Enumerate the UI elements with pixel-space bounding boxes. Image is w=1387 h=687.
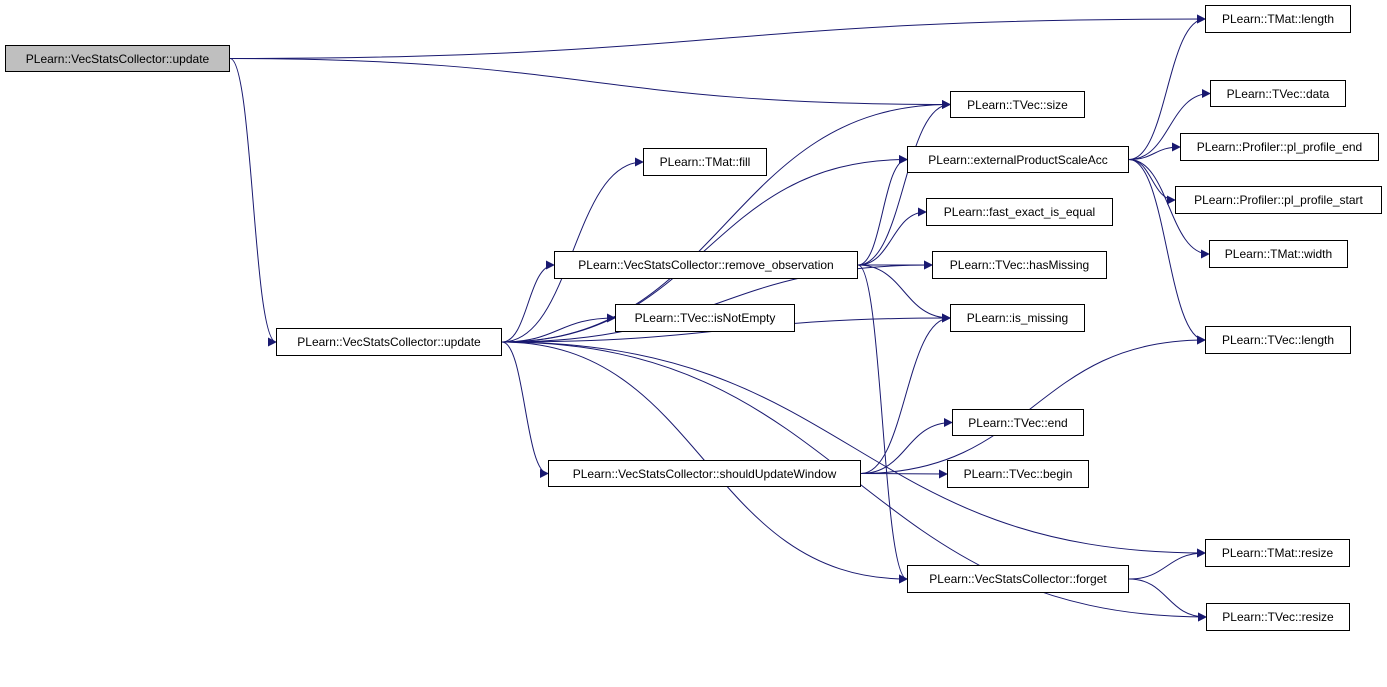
node-tvec-begin[interactable]: PLearn::TVec::begin (947, 460, 1089, 488)
edge-root-to-update2 (229, 58, 277, 347)
edge-external_product-to-profile_start (1128, 159, 1176, 205)
edge-update2-to-tvec_size (501, 100, 951, 343)
edge-external_product-to-tmat_width (1128, 159, 1210, 259)
node-external-product-scale-acc[interactable]: PLearn::externalProductScaleAcc (907, 146, 1129, 173)
edge-should_update-to-is_missing (860, 313, 951, 474)
edge-should_update-to-tvec_begin (860, 469, 948, 479)
node-tvec-resize[interactable]: PLearn::TVec::resize (1206, 603, 1350, 631)
edge-external_product-to-tvec_length (1128, 159, 1206, 345)
node-tmat-length[interactable]: PLearn::TMat::length (1205, 5, 1351, 33)
node-tmat-resize[interactable]: PLearn::TMat::resize (1205, 539, 1350, 567)
edge-update2-to-is_not_empty (501, 313, 616, 343)
edge-should_update-to-tvec_length (860, 335, 1206, 474)
edge-forget-to-tvec_resize (1128, 578, 1207, 622)
edge-external_product-to-profile_end (1128, 142, 1181, 160)
node-profile-end[interactable]: PLearn::Profiler::pl_profile_end (1180, 133, 1379, 161)
node-forget[interactable]: PLearn::VecStatsCollector::forget (907, 565, 1129, 593)
node-tmat-width[interactable]: PLearn::TMat::width (1209, 240, 1348, 268)
node-tvec-end[interactable]: PLearn::TVec::end (952, 409, 1084, 436)
node-root[interactable]: PLearn::VecStatsCollector::update (5, 45, 230, 72)
edge-external_product-to-tmat_length (1128, 14, 1206, 160)
node-should-update-window[interactable]: PLearn::VecStatsCollector::shouldUpdateW… (548, 460, 861, 487)
edge-remove_obs-to-fast_exact (857, 207, 927, 266)
node-fast-exact-is-equal[interactable]: PLearn::fast_exact_is_equal (926, 198, 1113, 226)
edge-remove_obs-to-tvec_size (857, 100, 951, 266)
node-tvec-has-missing[interactable]: PLearn::TVec::hasMissing (932, 251, 1107, 279)
edge-update2-to-should_update (501, 341, 549, 478)
node-tvec-is-not-empty[interactable]: PLearn::TVec::isNotEmpty (615, 304, 795, 332)
node-profile-start[interactable]: PLearn::Profiler::pl_profile_start (1175, 186, 1382, 214)
edge-root-to-tvec_size (229, 58, 951, 109)
node-tmat-fill[interactable]: PLearn::TMat::fill (643, 148, 767, 176)
node-tvec-length[interactable]: PLearn::TVec::length (1205, 326, 1351, 354)
edge-should_update-to-tvec_end (860, 418, 953, 474)
node-is-missing[interactable]: PLearn::is_missing (950, 304, 1085, 332)
edge-forget-to-tmat_resize (1128, 548, 1206, 580)
node-tvec-size[interactable]: PLearn::TVec::size (950, 91, 1085, 118)
edge-update2-to-remove_obs (501, 260, 555, 343)
node-tvec-data[interactable]: PLearn::TVec::data (1210, 80, 1346, 107)
node-remove-observation[interactable]: PLearn::VecStatsCollector::remove_observ… (554, 251, 858, 279)
node-update-inner[interactable]: PLearn::VecStatsCollector::update (276, 328, 502, 356)
edge-remove_obs-to-external_product (857, 155, 908, 266)
edge-update2-to-tmat_resize (501, 341, 1206, 558)
edge-external_product-to-tvec_data (1128, 89, 1211, 160)
edge-remove_obs-to-is_missing (857, 264, 951, 323)
edge-root-to-tmat_length (229, 14, 1206, 59)
edge-remove_obs-to-forget (857, 264, 908, 584)
